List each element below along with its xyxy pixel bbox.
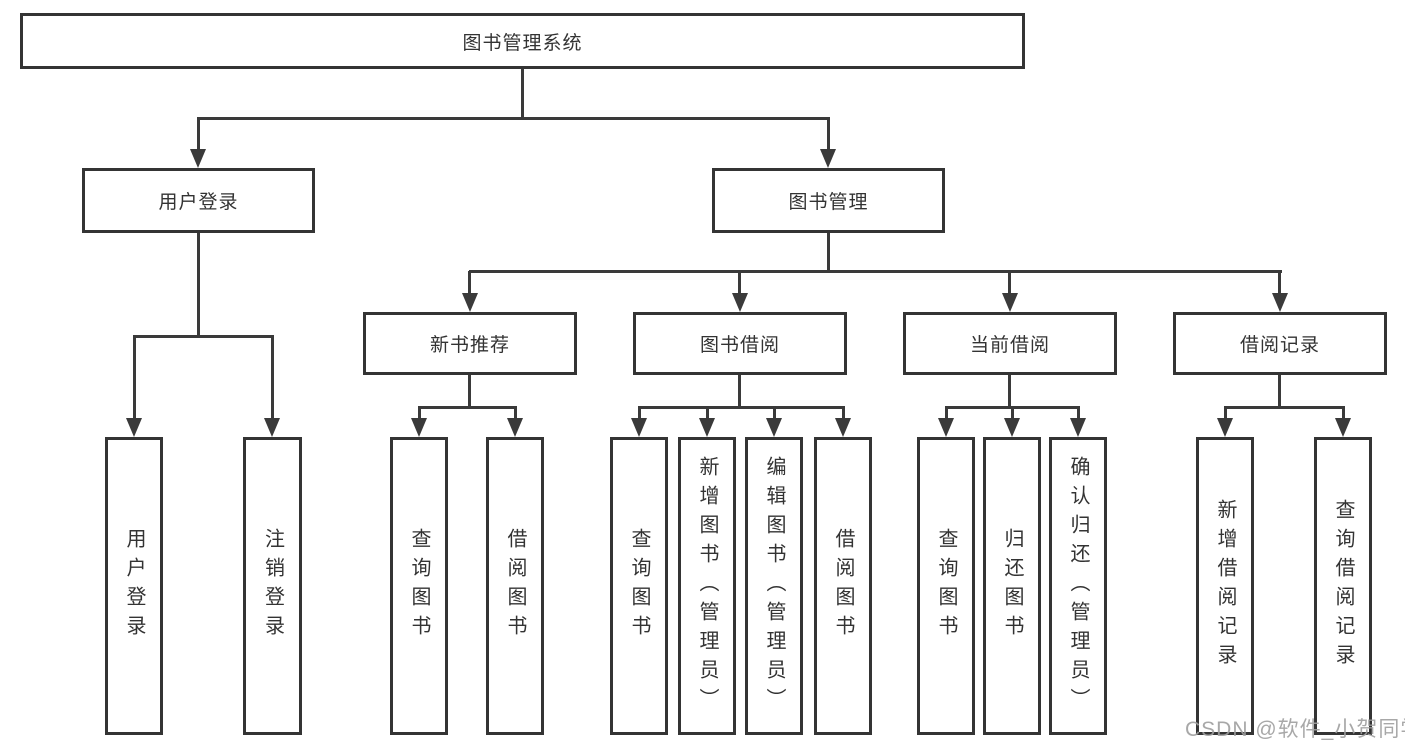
node-borrow-records: 借阅记录 (1173, 312, 1387, 375)
csdn-watermark: CSDN @软件_小贺同学 (1185, 718, 1405, 741)
leaf-confirm-return-admin: 确认归还（管理员） (1049, 437, 1107, 735)
node-book-management: 图书管理 (712, 168, 945, 233)
connector-br-split (1224, 406, 1345, 409)
arrowhead-bb-borrow (835, 418, 851, 437)
arrowhead-bb-add (699, 418, 715, 437)
connector-user-login-trunk (197, 233, 200, 337)
connector-to-br-query (1342, 407, 1345, 420)
leaf-logout: 注销登录 (243, 437, 302, 735)
connector-book-mgmt-split (469, 270, 1282, 273)
connector-to-bb-borrow (842, 407, 845, 420)
arrowhead-cb-return (1004, 418, 1020, 437)
leaf-add-borrow-record: 新增借阅记录 (1196, 437, 1254, 735)
arrowhead-nb-query (411, 418, 427, 437)
node-user-login: 用户登录 (82, 168, 315, 233)
connector-to-br-add (1224, 407, 1227, 420)
connector-cb-trunk (1008, 375, 1011, 408)
arrowhead-login (126, 418, 142, 437)
leaf-query-borrow-record: 查询借阅记录 (1314, 437, 1372, 735)
connector-br-trunk (1278, 375, 1281, 408)
connector-bb-split (638, 406, 845, 409)
connector-root-split (197, 117, 830, 120)
leaf-query-books-1: 查询图书 (390, 437, 448, 735)
leaf-return-books: 归还图书 (983, 437, 1041, 735)
connector-to-borrow-record (1278, 271, 1281, 295)
leaf-add-book-admin: 新增图书（管理员） (678, 437, 736, 735)
arrowhead-current-borrow (1002, 293, 1018, 312)
connector-to-current-borrow (1008, 271, 1011, 295)
leaf-query-books-3: 查询图书 (917, 437, 975, 735)
arrowhead-cb-query (938, 418, 954, 437)
connector-to-bb-query (638, 407, 641, 420)
connector-to-nb-borrow (514, 407, 517, 420)
arrowhead-bb-query (631, 418, 647, 437)
arrowhead-book-borrow (732, 293, 748, 312)
connector-to-bb-edit (773, 407, 776, 420)
connector-to-new-book-rec (468, 271, 471, 295)
connector-user-login-split (133, 335, 274, 338)
node-root: 图书管理系统 (20, 13, 1025, 69)
connector-to-bb-add (706, 407, 709, 420)
node-current-borrow: 当前借阅 (903, 312, 1117, 375)
arrowhead-br-add (1217, 418, 1233, 437)
connector-nbr-trunk (468, 375, 471, 408)
leaf-borrow-books-1: 借阅图书 (486, 437, 544, 735)
arrowhead-book-mgmt (820, 149, 836, 168)
arrowhead-logout (264, 418, 280, 437)
connector-to-cb-query (945, 407, 948, 420)
connector-to-book-mgmt (827, 118, 830, 151)
connector-to-login (133, 336, 136, 420)
leaf-user-login: 用户登录 (105, 437, 163, 735)
connector-to-book-borrow (738, 271, 741, 295)
arrowhead-user-login (190, 149, 206, 168)
connector-to-cb-return (1011, 407, 1014, 420)
connector-root-trunk (521, 69, 524, 118)
node-new-book-recommend: 新书推荐 (363, 312, 577, 375)
arrowhead-br-query (1335, 418, 1351, 437)
node-book-borrow: 图书借阅 (633, 312, 847, 375)
arrowhead-borrow-record (1272, 293, 1288, 312)
connector-to-nb-query (418, 407, 421, 420)
arrowhead-cb-confirm (1070, 418, 1086, 437)
leaf-query-books-2: 查询图书 (610, 437, 668, 735)
arrowhead-nb-borrow (507, 418, 523, 437)
connector-to-user-login (197, 118, 200, 151)
connector-book-mgmt-trunk (827, 233, 830, 272)
connector-to-cb-confirm (1077, 407, 1080, 420)
arrowhead-new-book-rec (462, 293, 478, 312)
leaf-borrow-books-2: 借阅图书 (814, 437, 872, 735)
leaf-edit-book-admin: 编辑图书（管理员） (745, 437, 803, 735)
connector-to-logout (271, 336, 274, 420)
connector-nbr-split (418, 406, 517, 409)
arrowhead-bb-edit (766, 418, 782, 437)
connector-bb-trunk (738, 375, 741, 408)
